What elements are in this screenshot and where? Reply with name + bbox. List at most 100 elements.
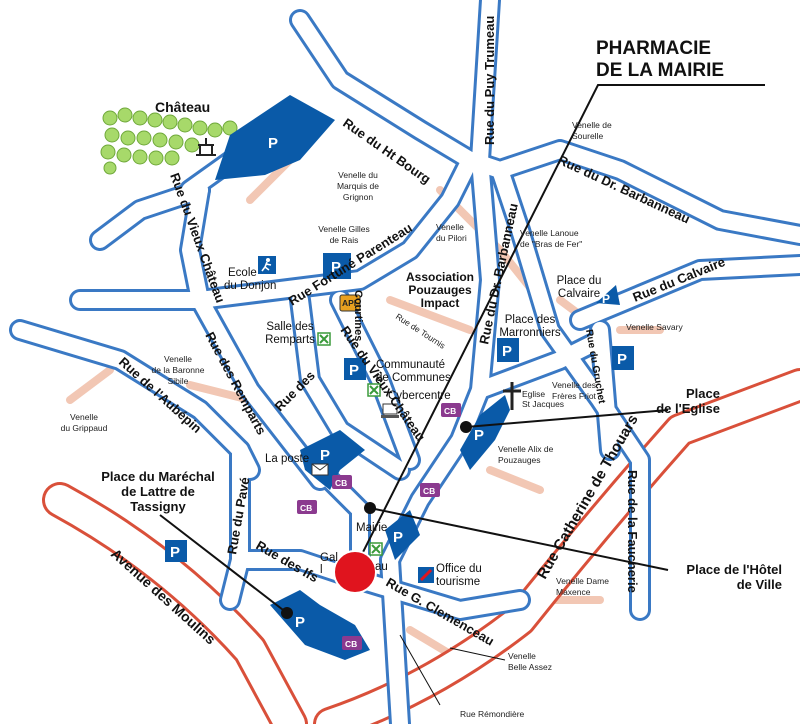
cb-badges: CB CB CB CB CB: [297, 403, 461, 650]
cb-label: CB: [345, 639, 357, 649]
street-remondiere: Rue Rémondière: [460, 709, 525, 719]
venelle-labels: Venelle de Sourelle Venelle du Marquis d…: [61, 120, 684, 719]
church-cross-icon: [503, 382, 521, 410]
venelle-baronne: Sibile: [168, 376, 189, 386]
parking-label: P: [474, 427, 484, 444]
callout-line: Tassigny: [130, 499, 186, 514]
green-x-icon: [317, 332, 331, 346]
parking-sign-label: P: [349, 362, 359, 379]
label-galerie: Gal: [320, 552, 338, 564]
chateau-trees: [100, 107, 238, 175]
parking-sign-label: P: [602, 292, 610, 306]
label-office: tourisme: [436, 576, 480, 588]
parking-label: P: [295, 614, 305, 631]
label-cybercentre: Cybercentre: [388, 390, 451, 402]
label-association: Impact: [421, 296, 460, 310]
venelle-sourelle: Venelle de: [572, 120, 612, 130]
label-communaute: de Communes: [376, 372, 451, 384]
venelle-rais: Venelle Gilles: [318, 224, 370, 234]
venelle-pilori: Venelle: [436, 222, 464, 232]
venelle-friot: Venelle des: [552, 380, 596, 390]
parking-label: P: [268, 135, 278, 152]
pharmacy-title-line2: DE LA MAIRIE: [596, 60, 724, 81]
label-mairie: Mairie: [356, 522, 387, 534]
label-galerie: l: [320, 564, 323, 576]
venelle-grippaud: Venelle: [70, 412, 98, 422]
callout-dot-eglise: [460, 421, 472, 433]
parking-label: P: [320, 447, 330, 464]
venelle-pilori: du Pilori: [436, 233, 467, 243]
venelle-maxence: Venelle Dame: [556, 576, 609, 586]
callout-marechal: Place du Maréchal de Lattre de Tassigny: [101, 469, 214, 514]
label-association: Pouzauges: [408, 283, 472, 297]
venelle-sourelle: Sourelle: [572, 131, 603, 141]
callout-eglise: Place de l'Eglise: [656, 386, 720, 416]
callout-line: de Lattre de: [121, 484, 195, 499]
parking-chateau: [215, 95, 335, 180]
api-label: API: [342, 298, 356, 308]
label-place-calvaire: Place du: [557, 275, 602, 287]
venelle-lanoue: de "Bras de Fer": [520, 239, 582, 249]
leader-lines: [159, 84, 765, 614]
street-courtines: Courtines: [352, 290, 364, 341]
poi-labels: Château Ecole du Donjon Association Pouz…: [155, 99, 601, 588]
label-association: Association: [406, 270, 474, 284]
venelle-grippaud: du Grippaud: [61, 423, 108, 433]
computer-icon: [381, 403, 399, 418]
venelle-belle-assez: Belle Assez: [508, 662, 552, 672]
cb-label: CB: [423, 486, 435, 496]
venelle-savary: Venelle Savary: [626, 322, 683, 332]
callout-line: Place: [686, 386, 720, 401]
label-salle: Remparts: [265, 334, 315, 346]
mail-icon: [311, 463, 329, 476]
callout-hotel-de-ville: Place de l'Hôtel de Ville: [686, 562, 782, 592]
tourism-icon: [418, 567, 434, 583]
runner-icon: [258, 256, 276, 274]
callout-dot-hotel-de-ville: [364, 502, 376, 514]
callout-line: Place du Maréchal: [101, 469, 214, 484]
label-salle: Salle des: [266, 321, 314, 333]
castle-icon: [196, 138, 216, 156]
venelle-baronne: Venelle: [164, 354, 192, 364]
parking-signs: P P P P P P: [165, 253, 634, 562]
label-poste: La poste: [265, 453, 309, 465]
parking-label: P: [393, 529, 403, 546]
label-ecole: Ecole: [228, 267, 257, 279]
parking-labels: P P P P P: [268, 135, 484, 631]
label-office: Office du: [436, 563, 482, 575]
callout-line: Place de l'Hôtel: [686, 562, 782, 577]
parking-sign-label: P: [502, 343, 512, 360]
label-communaute: Communauté: [376, 359, 445, 371]
street-puy-trumeau: Rue du Puy Trumeau: [482, 16, 497, 145]
venelle-maxence: Maxence: [556, 587, 591, 597]
parking-eglise: [460, 395, 510, 470]
venelle-marquis: Venelle du: [338, 170, 378, 180]
venelle-marquis: Grignon: [343, 192, 374, 202]
venelle-baronne: de la Baronne: [152, 365, 205, 375]
eglise-label: Eglise: [522, 389, 545, 399]
label-marronniers: Place des: [505, 314, 556, 326]
parking-mairie: [385, 510, 420, 560]
venelle-alix: Pouzauges: [498, 455, 541, 465]
label-marronniers: Marronniers: [499, 327, 561, 339]
green-x-icon: [369, 542, 383, 556]
venelle-alix: Venelle Alix de: [498, 444, 554, 454]
label-ecole: du Donjon: [224, 280, 276, 292]
venelle-belle-assez: Venelle: [508, 651, 536, 661]
parking-sign-label: P: [617, 351, 627, 368]
parking-sign-label: P: [331, 259, 341, 276]
cb-label: CB: [444, 406, 456, 416]
cb-label: CB: [300, 503, 312, 513]
street-faucherie: Rue de la Faucherie: [625, 470, 640, 593]
label-chateau: Château: [155, 99, 210, 115]
callout-dot-marechal: [281, 607, 293, 619]
label-galerie-right: au: [375, 561, 388, 573]
pharmacy-title: PHARMACIE DE LA MAIRIE: [596, 38, 724, 81]
venelle-lanoue: Venelle Lanoue: [520, 228, 579, 238]
label-place-calvaire: Calvaire: [558, 288, 600, 300]
venelle-friot: Frères Friot: [552, 391, 597, 401]
callout-line: de Ville: [737, 577, 782, 592]
pharmacy-marker[interactable]: [333, 550, 377, 594]
